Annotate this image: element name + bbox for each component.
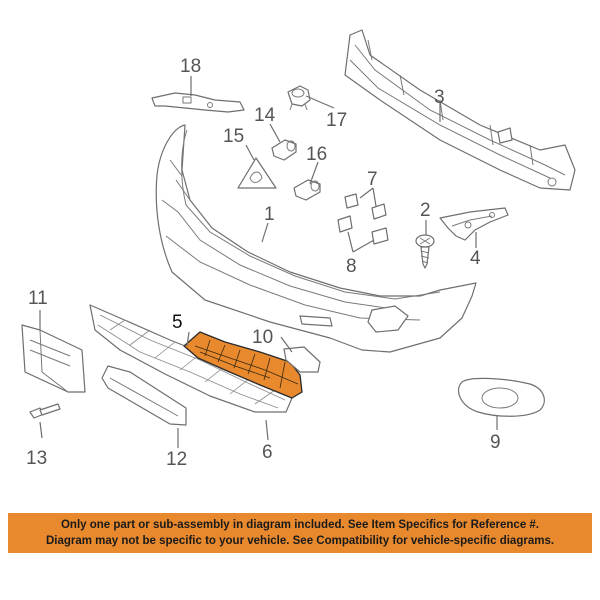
part-9-fog-lamp-bezel (457, 377, 545, 417)
callout-5: 5 (172, 312, 183, 333)
part-2-screw (415, 234, 435, 269)
callout-11: 11 (28, 288, 48, 309)
callout-6: 6 (262, 442, 273, 463)
callout-8: 8 (346, 256, 357, 277)
callout-1: 1 (264, 204, 275, 225)
part-5-shape (183, 331, 303, 399)
callout-15: 15 (223, 126, 244, 147)
callout-7: 7 (367, 169, 378, 190)
part-4-side-bracket (439, 207, 509, 241)
callout-10: 10 (252, 327, 273, 348)
leader-lines (39, 76, 498, 448)
callout-14: 14 (254, 105, 276, 126)
callout-16: 16 (306, 144, 327, 165)
callouts: 18 17 14 15 16 7 8 3 2 4 1 11 5 10 6 12 … (26, 56, 501, 470)
notice-banner: Only one part or sub-assembly in diagram… (8, 513, 592, 553)
callout-4: 4 (470, 248, 481, 269)
part-5-air-deflector (183, 331, 303, 399)
callout-13: 13 (26, 448, 47, 469)
part-14-sensor (271, 139, 297, 161)
part-12-lower-trim (101, 365, 187, 426)
part-18-upper-bracket (151, 92, 245, 113)
callout-12: 12 (166, 449, 187, 470)
part-13-bolt (29, 403, 61, 419)
part-10-bracket (283, 346, 321, 373)
part-7-8-clips (337, 193, 389, 245)
callout-18: 18 (180, 56, 201, 77)
notice-line-1: Only one part or sub-assembly in diagram… (60, 519, 540, 531)
part-17-clip (287, 85, 311, 111)
part-6-lower-grille (89, 304, 293, 413)
callout-17: 17 (326, 110, 347, 131)
callout-9: 9 (490, 432, 501, 453)
part-3-reinforcement-beam (344, 29, 576, 191)
part-1-bumper-cover (155, 124, 477, 353)
part-15-emblem (237, 157, 277, 189)
part-11-license-bracket (21, 324, 86, 393)
notice-line-2: Diagram may not be specific to your vehi… (45, 535, 555, 547)
callout-2: 2 (420, 200, 431, 221)
part-16-sensor (293, 179, 321, 201)
callout-3: 3 (434, 87, 445, 108)
